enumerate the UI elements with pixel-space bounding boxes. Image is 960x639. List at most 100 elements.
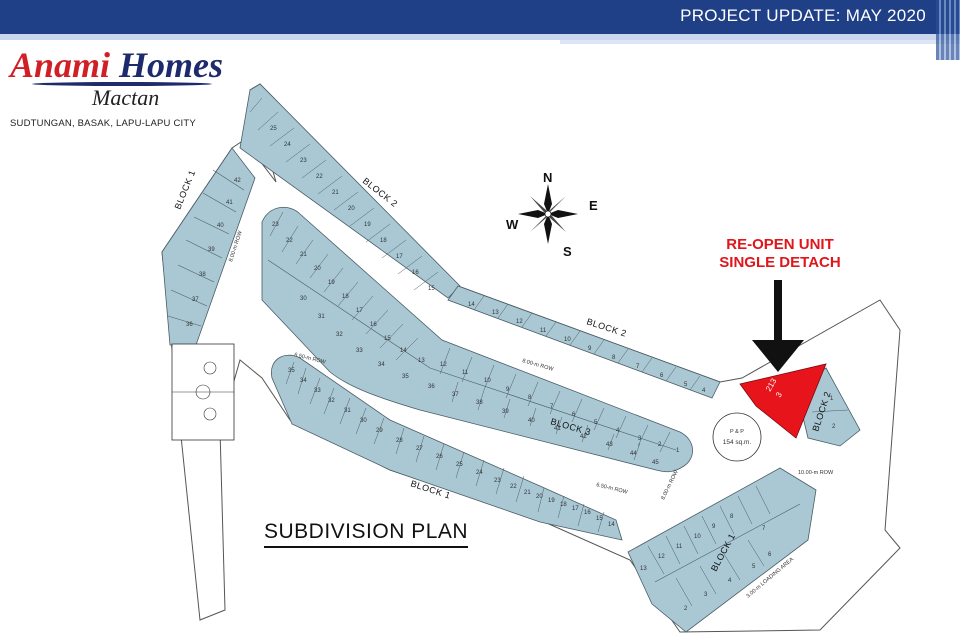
lot-b1-13: 13	[640, 566, 647, 572]
lot-b3-20: 20	[314, 266, 321, 272]
lot-b2-11: 11	[540, 328, 547, 334]
compass-n: N	[543, 170, 552, 185]
lot-b1-9: 9	[712, 524, 716, 530]
lot-b1-23: 23	[494, 478, 501, 484]
lot-b2-25: 25	[270, 126, 277, 132]
callout-line1: RE-OPEN UNIT	[726, 236, 834, 253]
lot-b2-12: 12	[516, 319, 523, 325]
block3-lot-lines	[269, 211, 671, 461]
header-stripe	[0, 34, 960, 40]
plan-title: SUBDIVISION PLAN	[264, 520, 469, 548]
block2-top-lot-lines	[249, 97, 701, 391]
lot-b3-36: 36	[428, 384, 435, 390]
lot-b3-40: 40	[528, 418, 535, 424]
basketball-court	[171, 343, 235, 441]
lot-b3-19: 19	[328, 280, 335, 286]
brand-name-part2: Homes	[119, 45, 224, 85]
lot-b2-16: 16	[412, 270, 419, 276]
block1-bottom-lot-lines	[285, 361, 605, 533]
lot-b2-14: 14	[468, 302, 475, 308]
road-label-r6: 8.00-m ROW	[660, 469, 680, 501]
block1-lower-right	[627, 467, 817, 633]
block1-bottom-lot-numbers: 35 34 33 32 31 30 29 28 27 26 25 24 23 2…	[288, 368, 615, 528]
lot-b3-33: 33	[356, 348, 363, 354]
lot-b1-3: 3	[704, 592, 708, 598]
lot-b3-44: 44	[630, 451, 637, 457]
road-label-r5: 6.50-m ROW	[596, 482, 629, 496]
header-bar: PROJECT UPDATE: MAY 2020	[0, 0, 960, 60]
lot-b3-34: 34	[378, 362, 385, 368]
lot-b1-14: 14	[608, 522, 615, 528]
lot-b3-32: 32	[336, 332, 343, 338]
lot-b1-11: 11	[676, 544, 683, 550]
lot-b2-15: 15	[428, 286, 435, 292]
lot-b3-22: 22	[286, 238, 293, 244]
block1-lower-right-lot-numbers: 13 12 11 10 9 8 7 6 5 4 3 2	[640, 514, 772, 612]
brand-address: SUDTUNGAN, BASAK, LAPU-LAPU CITY	[10, 118, 196, 129]
lot-b3-21: 21	[300, 252, 307, 258]
lot-b3-6: 6	[572, 412, 576, 418]
lot-b3-39: 39	[502, 409, 509, 415]
compass-w: W	[506, 217, 519, 232]
lot-b1-38: 38	[199, 272, 206, 278]
lot-b1-21: 21	[524, 490, 531, 496]
lot-b1-24: 24	[476, 470, 483, 476]
lot-b3-14: 14	[400, 348, 407, 354]
lot-b3-9: 9	[506, 387, 510, 393]
lot-b1-33: 33	[314, 388, 321, 394]
lot-b2-17: 17	[396, 254, 403, 260]
callout-line2: SINGLE DETACH	[719, 254, 841, 271]
lot-b2-21: 21	[332, 190, 339, 196]
lot-b2-10: 10	[564, 337, 571, 343]
lot-b1-10: 10	[694, 534, 701, 540]
compass-s: S	[563, 244, 572, 259]
lot-b3-4: 4	[616, 428, 620, 434]
lot-b1-12: 12	[658, 554, 665, 560]
lot-b1-20: 20	[536, 494, 543, 500]
header-edge-decoration	[936, 0, 960, 60]
lot-b3-8: 8	[528, 395, 532, 401]
lot-b1-8: 8	[730, 514, 734, 520]
lot-b3-23: 23	[272, 222, 279, 228]
compass-rose: N S E W	[506, 170, 598, 259]
lot-b2-24: 24	[284, 142, 291, 148]
lot-b3-7: 7	[550, 404, 554, 410]
roundabout: P & P 154 sq.m.	[712, 412, 762, 462]
callout-arrow	[752, 280, 804, 372]
lot-b3-3: 3	[638, 436, 642, 442]
lot-b3-37: 37	[452, 392, 459, 398]
lot-b2-4: 4	[702, 388, 706, 394]
lot-b1-36: 36	[186, 322, 193, 328]
highlight-lot-sub: 3	[774, 390, 784, 399]
header-stripe-light	[560, 40, 960, 44]
block3-island	[261, 206, 693, 473]
lot-b2-8: 8	[612, 355, 616, 361]
lot-b3-18: 18	[342, 294, 349, 300]
lot-b3-11: 11	[462, 370, 469, 376]
brand-swoosh	[32, 82, 212, 86]
lot-b1-42: 42	[234, 178, 241, 184]
lot-b1-32: 32	[328, 398, 335, 404]
block3-lot-numbers: 23 22 21 20 19 18 17 16 15 14 13 12 11 1…	[272, 222, 680, 466]
lot-b1-22: 22	[510, 484, 517, 490]
highlight-lot-213[interactable]	[739, 363, 827, 439]
lot-b1-31: 31	[344, 408, 351, 414]
lot-b3-35: 35	[402, 374, 409, 380]
lot-b1-30: 30	[360, 418, 367, 424]
lot-b2-7: 7	[636, 364, 640, 370]
road-label-r7: 10.00-m ROW	[798, 470, 834, 476]
brand-logo: Anami Homes Mactan SUDTUNGAN, BASAK, LAP…	[10, 44, 250, 134]
lot-b3-30: 30	[300, 296, 307, 302]
lot-b1-15: 15	[596, 516, 603, 522]
lot-b2-1: 1	[830, 396, 834, 402]
lot-b3-13: 13	[418, 358, 425, 364]
lot-b1-28: 28	[396, 438, 403, 444]
block1-bottom-strip	[271, 354, 623, 541]
lot-b1-39: 39	[208, 247, 215, 253]
road-label-r3: 8.00-m ROW	[521, 358, 554, 373]
lot-b3-45: 45	[652, 460, 659, 466]
lot-b2-13: 13	[492, 310, 499, 316]
lot-b3-2: 2	[658, 442, 662, 448]
lot-b1-19: 19	[548, 498, 555, 504]
